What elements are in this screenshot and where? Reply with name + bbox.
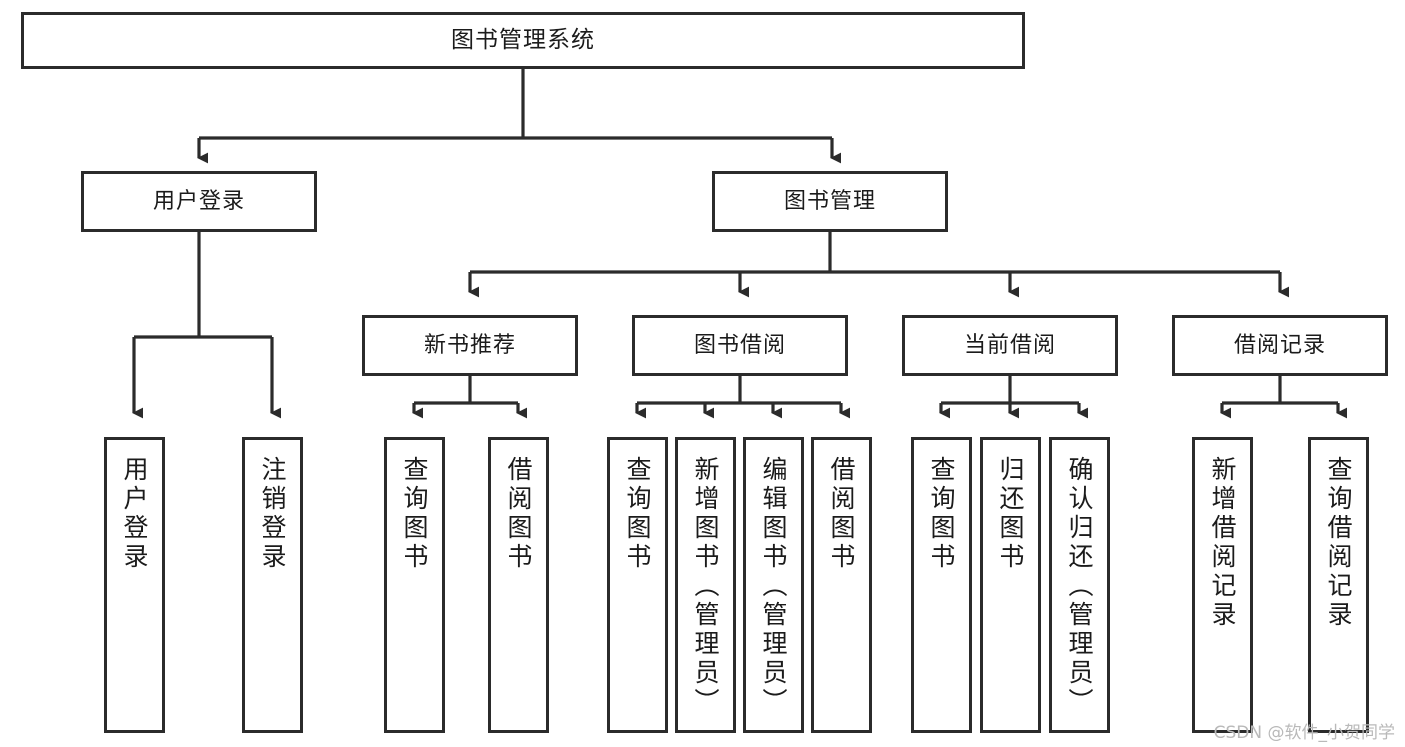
watermark-text: CSDN @软件_小贺同学 <box>1213 723 1395 743</box>
node-book-borrow-label: 图书借阅 <box>693 332 786 358</box>
node-root[interactable]: 图书管理系统 <box>21 12 1025 69</box>
node-borrow-record[interactable]: 借阅记录 <box>1172 315 1388 376</box>
node-user-login[interactable]: 用户登录 <box>81 171 317 232</box>
node-book-borrow[interactable]: 图书借阅 <box>632 315 848 376</box>
node-user-login-label: 用户登录 <box>152 188 245 214</box>
node-leaf-edit-book-label: 编辑图书（管理员） <box>759 456 788 717</box>
node-leaf-confirm-return[interactable]: 确认归还（管理员） <box>1049 437 1110 733</box>
node-leaf-confirm-return-label: 确认归还（管理员） <box>1065 456 1094 717</box>
node-leaf-logout-login[interactable]: 注销登录 <box>242 437 303 733</box>
node-leaf-borrow-book-2-label: 借阅图书 <box>827 456 856 572</box>
node-root-label: 图书管理系统 <box>451 26 595 53</box>
node-current-borrow-label: 当前借阅 <box>963 332 1056 358</box>
node-leaf-query-book-2-label: 查询图书 <box>623 456 652 572</box>
node-leaf-query-book-2[interactable]: 查询图书 <box>607 437 668 733</box>
node-leaf-query-book-3-label: 查询图书 <box>927 456 956 572</box>
node-leaf-add-record[interactable]: 新增借阅记录 <box>1192 437 1253 733</box>
node-leaf-edit-book[interactable]: 编辑图书（管理员） <box>743 437 804 733</box>
node-leaf-query-book-3[interactable]: 查询图书 <box>911 437 972 733</box>
node-leaf-add-record-label: 新增借阅记录 <box>1208 456 1237 630</box>
node-leaf-query-record-label: 查询借阅记录 <box>1324 456 1353 630</box>
node-leaf-return-book[interactable]: 归还图书 <box>980 437 1041 733</box>
node-new-book-recommend-label: 新书推荐 <box>423 332 516 358</box>
node-book-management[interactable]: 图书管理 <box>712 171 948 232</box>
node-leaf-logout-login-label: 注销登录 <box>258 456 287 572</box>
node-leaf-user-login[interactable]: 用户登录 <box>104 437 165 733</box>
node-leaf-add-book-label: 新增图书（管理员） <box>691 456 720 717</box>
node-leaf-borrow-book-1[interactable]: 借阅图书 <box>488 437 549 733</box>
node-new-book-recommend[interactable]: 新书推荐 <box>362 315 578 376</box>
node-leaf-query-book-1-label: 查询图书 <box>400 456 429 572</box>
node-leaf-user-login-label: 用户登录 <box>120 456 149 572</box>
node-leaf-return-book-label: 归还图书 <box>996 456 1025 572</box>
node-book-management-label: 图书管理 <box>783 188 876 214</box>
node-current-borrow[interactable]: 当前借阅 <box>902 315 1118 376</box>
node-leaf-add-book[interactable]: 新增图书（管理员） <box>675 437 736 733</box>
node-borrow-record-label: 借阅记录 <box>1233 332 1326 358</box>
node-leaf-query-book-1[interactable]: 查询图书 <box>384 437 445 733</box>
node-leaf-borrow-book-1-label: 借阅图书 <box>504 456 533 572</box>
node-leaf-borrow-book-2[interactable]: 借阅图书 <box>811 437 872 733</box>
node-leaf-query-record[interactable]: 查询借阅记录 <box>1308 437 1369 733</box>
